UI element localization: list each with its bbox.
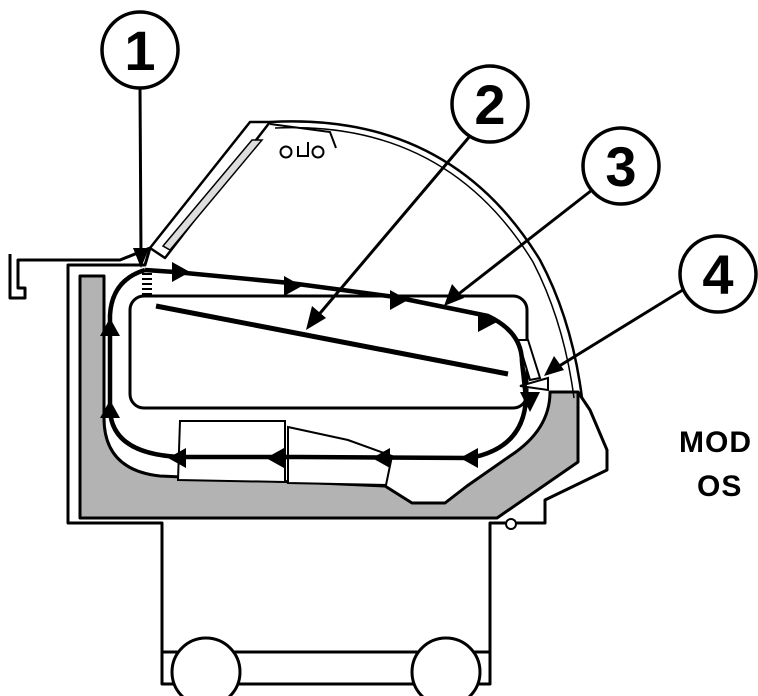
flow-arrows <box>100 262 540 468</box>
callout-badge-1: 1 <box>100 10 180 90</box>
callout-circle-1 <box>100 10 180 90</box>
food-pan-left <box>176 420 286 484</box>
flow-arrow-bottom-4 <box>168 448 186 468</box>
leader-1-arrowhead <box>133 248 149 268</box>
cabinet-outer-housing <box>8 246 609 686</box>
air-discharge-grille <box>142 273 152 295</box>
rear-lamp-tube <box>161 139 264 251</box>
callout-circle-2 <box>450 64 530 144</box>
flow-arrow-top-2 <box>284 276 302 296</box>
castor-left <box>170 636 242 696</box>
leader-3-arrowhead <box>444 284 464 306</box>
front-glass-stop <box>516 339 542 382</box>
flow-arrow-bottom-3 <box>266 448 284 468</box>
flow-arrow-top-3 <box>390 290 408 310</box>
flow-arrow-top-1 <box>172 262 190 282</box>
cropped-side-label-line-1: MOD <box>679 426 752 459</box>
callout-number-2: 2 <box>474 73 505 136</box>
leader-3 <box>455 188 593 298</box>
callout-number-3: 3 <box>605 135 636 198</box>
flow-arrow-bottom-1 <box>460 448 478 468</box>
air-curtain-line <box>155 303 509 377</box>
callout-badge-3: 3 <box>581 126 661 206</box>
curved-front-glass-inner <box>274 126 575 399</box>
callout-badge-4: 4 <box>678 234 758 314</box>
leader-4-arrowhead <box>544 356 564 376</box>
curved-front-glass <box>269 120 584 399</box>
callout-number-4: 4 <box>702 243 733 306</box>
hinge-roller-1 <box>279 145 293 159</box>
flow-arrow-top-4 <box>478 312 497 332</box>
flow-arrow-rear-up-2 <box>100 318 120 336</box>
flow-arrow-front-down <box>520 392 540 412</box>
hinge-roller-2 <box>311 145 325 159</box>
drain-pivot <box>505 518 517 530</box>
leader-2-arrowhead <box>306 306 326 330</box>
leader-2 <box>314 135 472 319</box>
flow-arrow-rear-up-1 <box>100 400 120 418</box>
leader-1 <box>138 85 143 257</box>
callout-number-1: 1 <box>124 19 155 82</box>
insulated-tank <box>78 274 580 520</box>
top-hinge-rail <box>269 123 337 149</box>
callout-circle-4 <box>678 234 758 314</box>
cropped-side-label-line-2: OS <box>697 470 743 503</box>
flow-arrow-bottom-2 <box>372 448 390 468</box>
hinge-bracket <box>297 142 309 157</box>
callout-badge-2: 2 <box>450 64 530 144</box>
callout-leaders <box>133 85 687 376</box>
castor-right <box>410 636 482 696</box>
leader-4 <box>555 286 687 370</box>
callout-circle-3 <box>581 126 661 206</box>
